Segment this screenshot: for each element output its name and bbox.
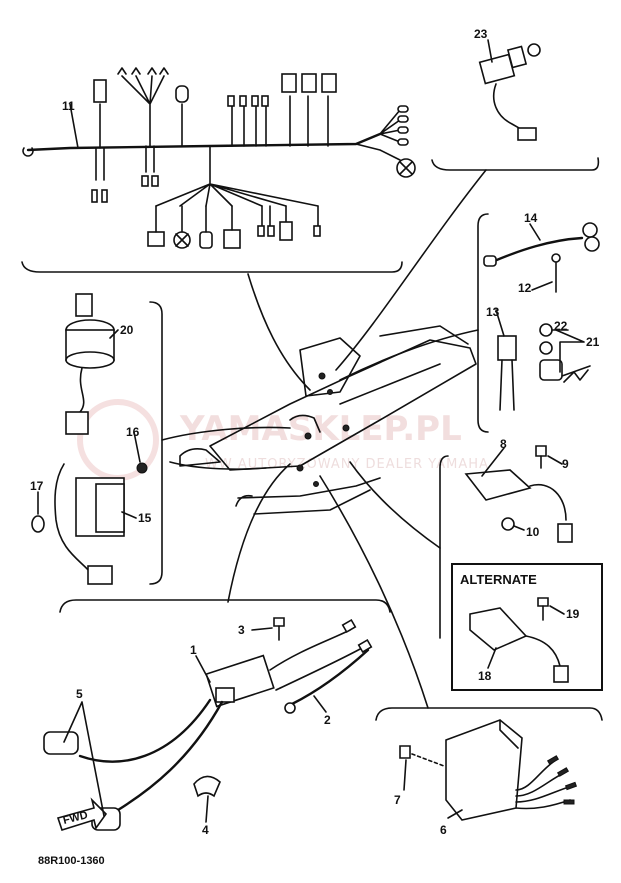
callout-5: 5 [76, 687, 83, 701]
leader-lines [37, 39, 585, 823]
callout-12: 12 [518, 281, 532, 295]
part-16-screw [136, 462, 148, 474]
part-7-bolt [399, 745, 445, 767]
alternate-box: ALTERNATE [451, 563, 603, 691]
wire-harness [22, 67, 416, 249]
callout-10: 10 [526, 525, 540, 539]
part-6-control-unit [445, 719, 578, 821]
callout-20: 20 [120, 323, 134, 337]
alternate-title: ALTERNATE [460, 572, 537, 587]
callout-22: 22 [554, 319, 568, 333]
part-3-bolt [273, 617, 285, 641]
callout-18: 18 [478, 669, 492, 683]
callout-2: 2 [324, 713, 331, 727]
callout-14: 14 [524, 211, 538, 225]
callout-11: 11 [62, 99, 75, 113]
callout-13: 13 [486, 305, 500, 319]
part-22-bulb [539, 323, 553, 355]
callout-23: 23 [474, 27, 488, 41]
callout-9: 9 [562, 457, 569, 471]
callouts: 1 2 3 4 5 6 7 8 9 10 11 12 13 14 15 16 1… [30, 27, 600, 837]
part-10-nut [501, 517, 515, 531]
part-4-clamp [193, 775, 221, 798]
part-17-clip [31, 515, 45, 533]
fwd-arrow-label: FWD [62, 809, 89, 827]
watermark-subtitle: WW AUTORYZOWANY DEALER YAMAHA [205, 457, 489, 472]
part-14-wire-lead [483, 222, 600, 267]
part-12-pin [551, 253, 561, 293]
watermark-brand: YAMASKLEP.PL [179, 409, 462, 449]
part-23-switch [478, 43, 541, 141]
callout-21: 21 [586, 335, 600, 349]
part-15-cdi-unit [54, 463, 125, 585]
part-21-socket [539, 359, 591, 383]
snowmobile-chassis [169, 325, 477, 515]
group-brackets [21, 157, 603, 721]
callout-16: 16 [126, 425, 140, 439]
callout-15: 15 [138, 511, 152, 525]
drawing-code: 88R100-1360 [38, 855, 105, 867]
callout-6: 6 [440, 823, 447, 837]
callout-1: 1 [190, 643, 197, 657]
part-5-plug-caps [43, 698, 224, 831]
callout-3: 3 [238, 623, 245, 637]
part-13-relay [497, 335, 517, 411]
callout-17: 17 [30, 479, 44, 493]
callout-7: 7 [394, 793, 401, 807]
part-9-bolt [535, 445, 547, 469]
part-20-main-switch [65, 293, 115, 435]
callout-8: 8 [500, 437, 507, 451]
part-18-rectifier-alternate [469, 607, 569, 683]
callout-4: 4 [202, 823, 209, 837]
part-2-cord [284, 618, 373, 714]
part-19-bolt-alternate [537, 597, 549, 621]
fwd-arrow: FWD [56, 797, 108, 831]
part-8-rectifier [464, 469, 573, 543]
part-1-ignition-coil [205, 629, 363, 708]
callout-19: 19 [566, 607, 580, 621]
